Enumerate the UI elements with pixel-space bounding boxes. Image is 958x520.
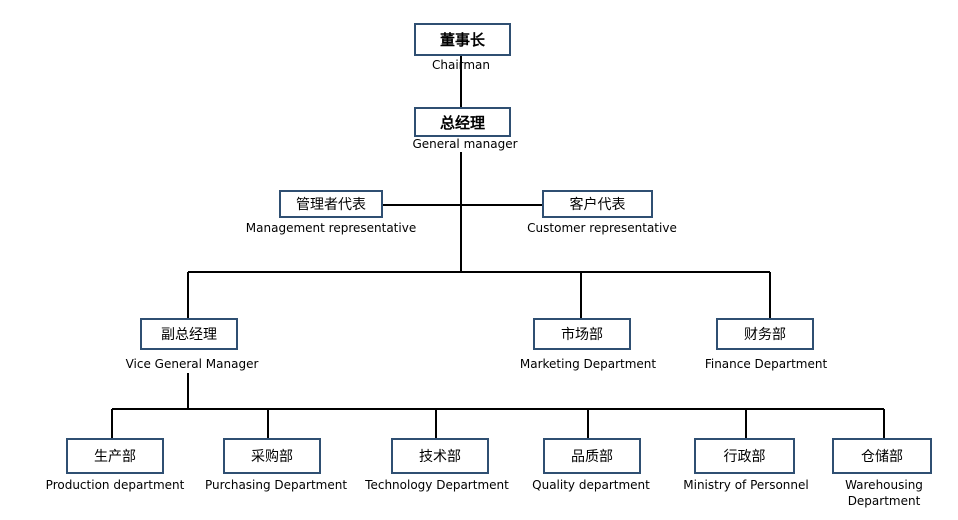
finance-caption: Finance Department: [704, 357, 828, 371]
finance-title: 财务部: [744, 327, 786, 343]
customer-rep-box: 客户代表: [542, 190, 653, 218]
customer-rep-caption: Customer representative: [527, 221, 677, 235]
chairman-box: 董事长: [414, 23, 511, 56]
production-title: 生产部: [94, 449, 136, 465]
marketing-box: 市场部: [533, 318, 631, 350]
finance-box: 财务部: [716, 318, 814, 350]
marketing-caption: Marketing Department: [519, 357, 657, 371]
general-manager-caption: General manager: [412, 137, 518, 151]
general-manager-box: 总经理: [414, 107, 511, 137]
technology-title: 技术部: [419, 449, 461, 465]
warehousing-caption: Warehousing Department: [845, 478, 923, 508]
vice-gm-title: 副总经理: [161, 327, 217, 343]
customer-rep-title: 客户代表: [569, 197, 626, 213]
marketing-title: 市场部: [561, 327, 603, 343]
chairman-caption: Chairman: [431, 58, 491, 72]
quality-caption: Quality department: [532, 478, 650, 492]
personnel-title: 行政部: [723, 449, 766, 465]
quality-title: 品质部: [571, 449, 613, 465]
technology-caption: Technology Department: [365, 478, 509, 492]
production-box: 生产部: [66, 438, 164, 474]
quality-box: 品质部: [543, 438, 641, 474]
purchasing-box: 采购部: [223, 438, 321, 474]
general-manager-title: 总经理: [439, 113, 485, 132]
warehousing-title: 仓储部: [861, 449, 903, 465]
production-caption: Production department: [45, 478, 185, 492]
personnel-caption: Ministry of Personnel: [683, 478, 809, 492]
warehousing-box: 仓储部: [832, 438, 932, 474]
management-rep-caption: Management representative: [245, 221, 417, 235]
management-rep-box: 管理者代表: [279, 190, 383, 218]
purchasing-title: 采购部: [251, 449, 293, 465]
technology-box: 技术部: [391, 438, 489, 474]
vice-gm-box: 副总经理: [140, 318, 238, 350]
personnel-box: 行政部: [694, 438, 795, 474]
chairman-title: 董事长: [439, 31, 485, 49]
management-rep-title: 管理者代表: [296, 197, 366, 213]
vice-gm-caption: Vice General Manager: [125, 357, 259, 371]
purchasing-caption: Purchasing Department: [204, 478, 348, 492]
